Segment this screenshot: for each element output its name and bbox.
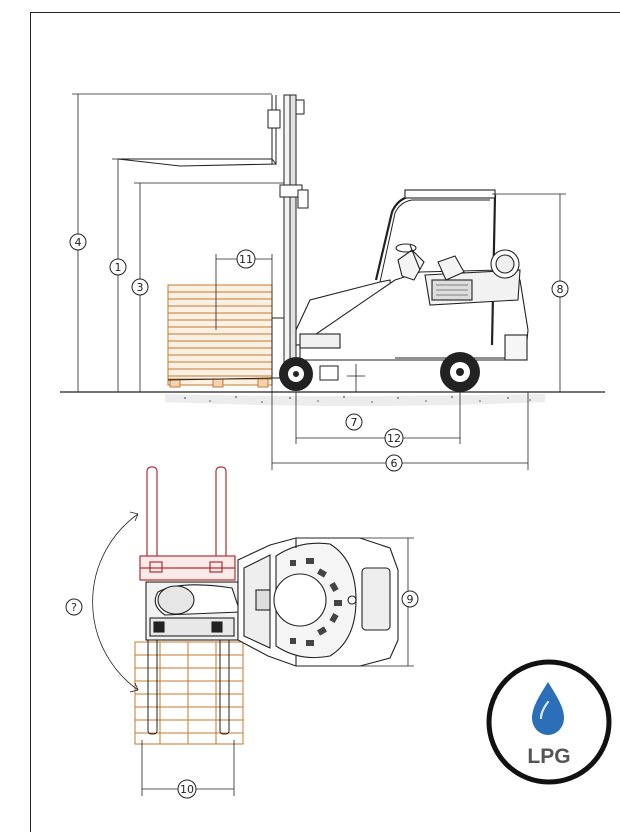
forklift-dimension-drawing: 4 1 3 11 8 7 12 6: [60, 93, 612, 799]
rear-wheel: [440, 352, 480, 392]
svg-text:4: 4: [75, 236, 82, 249]
forks-raised-position: [139, 466, 236, 581]
pallet-top-view: [134, 641, 244, 745]
lpg-badge: LPG: [486, 659, 612, 785]
svg-text:7: 7: [351, 416, 358, 429]
callout-rotation: ?: [65, 598, 83, 616]
callout-1: 1: [109, 258, 127, 276]
callout-6: 6: [385, 454, 403, 472]
chassis-top-view: [237, 537, 399, 667]
svg-text:12: 12: [387, 432, 401, 445]
svg-text:10: 10: [180, 783, 194, 796]
load-wheel-housing: [319, 365, 339, 381]
callout-3: 3: [131, 278, 149, 296]
callout-10: 10: [177, 779, 197, 799]
callout-12: 12: [384, 428, 404, 448]
svg-text:6: 6: [391, 457, 398, 470]
svg-text:9: 9: [407, 593, 414, 606]
svg-text:11: 11: [239, 253, 253, 266]
ground: [60, 391, 605, 406]
callout-9: 9: [401, 590, 419, 608]
callout-8: 8: [551, 280, 569, 298]
carriage-top-view: [145, 581, 241, 641]
pallet-load: [167, 284, 273, 388]
svg-text:8: 8: [557, 283, 564, 296]
callout-7: 7: [345, 413, 363, 431]
svg-text:1: 1: [115, 261, 122, 274]
top-view: [92, 466, 414, 796]
truck-body: [295, 189, 529, 361]
raised-fork: [117, 95, 281, 167]
svg-text:3: 3: [137, 281, 144, 294]
lpg-label: LPG: [527, 745, 570, 768]
side-view: [60, 93, 605, 470]
front-wheel: [279, 357, 313, 391]
callout-4: 4: [69, 233, 87, 251]
svg-text:?: ?: [71, 601, 77, 614]
callouts: 4 1 3 11 8 7 12 6: [65, 233, 569, 799]
dimension-lines: [72, 93, 566, 470]
page-frame: [30, 12, 620, 832]
callout-11: 11: [236, 249, 256, 269]
propane-drop-icon: [532, 682, 564, 735]
